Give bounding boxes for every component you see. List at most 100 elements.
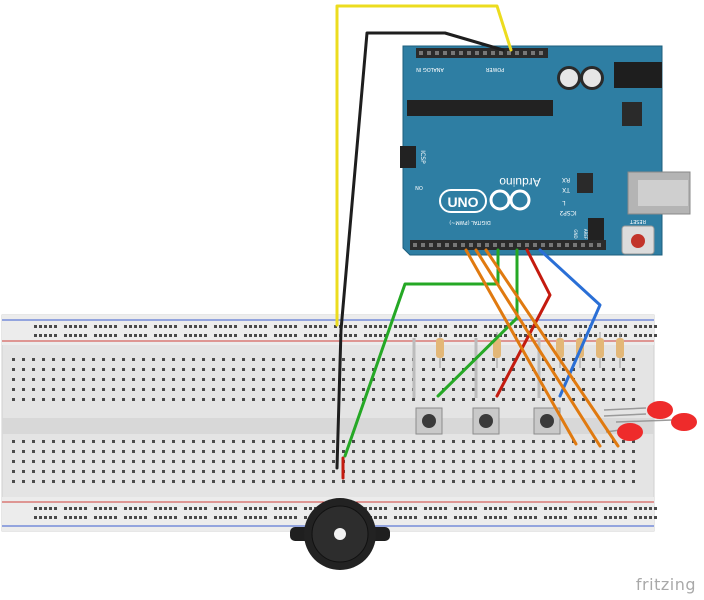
breadboard-hole [284,507,287,510]
breadboard-hole [644,516,647,519]
breadboard-hole [654,325,657,328]
breadboard-hole [154,516,157,519]
breadboard-hole [442,398,445,401]
breadboard-hole [332,440,335,443]
breadboard-hole [524,507,527,510]
on-label: ON [415,184,423,190]
breadboard-hole [132,440,135,443]
breadboard-hole [562,440,565,443]
breadboard-hole [382,388,385,391]
breadboard-hole [252,440,255,443]
breadboard-hole [224,325,227,328]
breadboard-hole [244,516,247,519]
breadboard-hole [154,334,157,337]
digital-label: DIGITAL (PWM~) [449,219,491,225]
breadboard-hole [344,325,347,328]
breadboard-hole [129,516,132,519]
breadboard-hole [354,325,357,328]
breadboard-hole [592,398,595,401]
breadboard-hole [64,516,67,519]
breadboard-hole [384,325,387,328]
breadboard-hole [219,325,222,328]
breadboard-hole [612,450,615,453]
breadboard-hole [262,480,265,483]
breadboard-hole [292,388,295,391]
breadboard-hole [502,460,505,463]
breadboard-hole [399,507,402,510]
breadboard-hole [402,368,405,371]
breadboard-hole [562,480,565,483]
breadboard-hole [464,334,467,337]
breadboard-hole [432,378,435,381]
breadboard-hole [39,507,42,510]
breadboard-hole [184,516,187,519]
breadboard-hole [402,480,405,483]
breadboard-hole [572,368,575,371]
breadboard-hole [492,470,495,473]
breadboard-hole [392,480,395,483]
breadboard-hole [374,334,377,337]
breadboard-hole [134,507,137,510]
breadboard-hole [272,388,275,391]
breadboard-hole [442,460,445,463]
breadboard-hole [439,325,442,328]
breadboard-hole [279,325,282,328]
breadboard-hole [82,378,85,381]
red-wire [495,248,552,398]
breadboard-hole [399,325,402,328]
breadboard-hole [362,368,365,371]
breadboard-hole [12,450,15,453]
breadboard-hole [622,470,625,473]
breadboard-hole [602,480,605,483]
breadboard-hole [352,378,355,381]
breadboard-hole [382,368,385,371]
breadboard-hole [512,460,515,463]
green-wire-2 [436,248,519,398]
breadboard-hole [92,450,95,453]
breadboard-hole [432,480,435,483]
breadboard-hole [102,460,105,463]
breadboard-hole [514,507,517,510]
breadboard-hole [364,507,367,510]
header-pin [565,243,569,247]
breadboard-hole [42,480,45,483]
breadboard-hole [52,440,55,443]
breadboard-hole [162,440,165,443]
breadboard-hole [142,450,145,453]
breadboard-hole [572,388,575,391]
breadboard-hole [102,368,105,371]
breadboard-hole [134,334,137,337]
breadboard-hole [489,325,492,328]
breadboard-hole [532,460,535,463]
breadboard-hole [564,325,567,328]
breadboard-hole [564,334,567,337]
breadboard-hole [92,398,95,401]
breadboard-hole [529,325,532,328]
breadboard-hole [222,480,225,483]
breadboard-hole [382,378,385,381]
breadboard-hole [422,450,425,453]
breadboard-hole [414,325,417,328]
breadboard-hole [502,450,505,453]
breadboard-hole [324,334,327,337]
breadboard-hole [132,388,135,391]
breadboard-hole [122,368,125,371]
breadboard-hole [612,470,615,473]
breadboard-hole [622,440,625,443]
breadboard-hole [624,516,627,519]
breadboard-hole [612,388,615,391]
header-pin [531,51,535,55]
breadboard-hole [459,334,462,337]
breadboard-hole [342,440,345,443]
breadboard-hole [482,440,485,443]
breadboard-hole [634,516,637,519]
breadboard-hole [612,358,615,361]
breadboard-hole [592,440,595,443]
breadboard-hole [134,516,137,519]
breadboard-hole [532,388,535,391]
breadboard-hole [372,450,375,453]
breadboard-hole [352,460,355,463]
breadboard-hole [242,480,245,483]
breadboard-hole [594,516,597,519]
breadboard-hole [312,398,315,401]
